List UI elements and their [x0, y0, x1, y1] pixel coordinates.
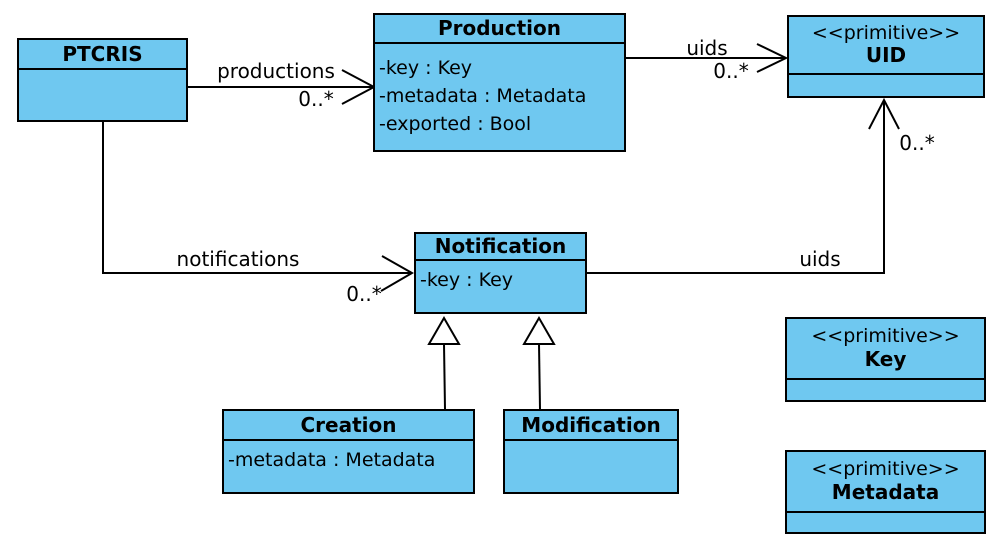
- class-production-header: Production: [375, 15, 624, 44]
- class-uid-stereotype: <<primitive>>: [811, 21, 961, 44]
- class-modification-header: Modification: [505, 411, 677, 441]
- edge-label-productions: productions: [217, 59, 335, 83]
- class-key-attributes: [787, 380, 984, 400]
- edge-label-notifications: notifications: [176, 247, 300, 271]
- class-notification: Notification -key : Key: [414, 232, 587, 314]
- class-ptcris-header: PTCRIS: [19, 40, 186, 70]
- edge-notifications-arrowhead: [380, 255, 415, 292]
- class-ptcris-attributes: [19, 70, 186, 120]
- class-notification-header: Notification: [416, 234, 585, 261]
- class-notification-name: Notification: [434, 234, 567, 258]
- class-uid: <<primitive>> UID: [787, 15, 985, 98]
- edge-label-notification-uids: uids: [799, 247, 841, 271]
- edge-modification-generalization-line: [538, 343, 541, 410]
- class-metadata-name: Metadata: [831, 479, 940, 504]
- edge-multiplicity-notification-uids: 0..*: [899, 131, 935, 155]
- class-metadata-attributes: [787, 513, 984, 532]
- edge-production-uids-arrowhead: [756, 43, 789, 73]
- class-creation-name: Creation: [300, 412, 397, 437]
- attribute: -exported : Bool: [379, 113, 532, 135]
- class-creation-attributes: -metadata : Metadata: [224, 441, 473, 492]
- class-modification-attributes: [505, 441, 677, 492]
- class-metadata: <<primitive>> Metadata: [785, 450, 986, 534]
- edge-productions-arrowhead: [341, 69, 377, 105]
- attribute: -key : Key: [379, 57, 473, 79]
- class-modification: Modification: [503, 409, 679, 494]
- class-notification-attributes: -key : Key: [416, 261, 585, 312]
- class-ptcris: PTCRIS: [17, 38, 188, 122]
- edge-multiplicity-notifications: 0..*: [346, 282, 382, 306]
- edge-multiplicity-production-uids: 0..*: [713, 59, 749, 83]
- class-key-header: <<primitive>> Key: [787, 319, 984, 380]
- class-key-stereotype: <<primitive>>: [811, 325, 960, 348]
- creation-generalization-triangle-icon: [427, 315, 461, 345]
- class-uid-name: UID: [865, 43, 907, 68]
- class-key: <<primitive>> Key: [785, 317, 986, 402]
- attribute: -key : Key: [420, 269, 514, 291]
- attribute: -metadata : Metadata: [379, 85, 587, 107]
- edge-notification-uids-arrowhead: [868, 97, 900, 130]
- attribute: -metadata : Metadata: [228, 449, 436, 471]
- edge-label-production-uids: uids: [686, 36, 728, 60]
- edge-creation-generalization-line: [443, 343, 446, 410]
- class-production-attributes: -key : Key -metadata : Metadata -exporte…: [375, 44, 624, 150]
- class-key-name: Key: [864, 346, 907, 371]
- class-creation-header: Creation: [224, 411, 473, 441]
- edge-multiplicity-productions: 0..*: [298, 87, 334, 111]
- class-metadata-header: <<primitive>> Metadata: [787, 452, 984, 513]
- class-metadata-stereotype: <<primitive>>: [811, 458, 960, 481]
- class-uid-header: <<primitive>> UID: [789, 17, 983, 75]
- class-production-name: Production: [437, 16, 562, 40]
- class-production: Production -key : Key -metadata : Metada…: [373, 13, 626, 152]
- modification-generalization-triangle-icon: [522, 315, 556, 345]
- class-modification-name: Modification: [521, 412, 661, 437]
- class-ptcris-name: PTCRIS: [62, 41, 143, 66]
- class-uid-attributes: [789, 75, 983, 96]
- class-creation: Creation -metadata : Metadata: [222, 409, 475, 494]
